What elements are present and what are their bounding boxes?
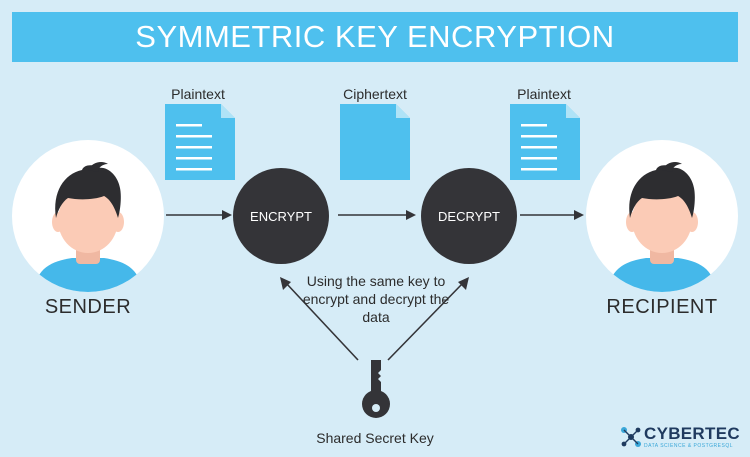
person-icon (608, 162, 716, 292)
ciphertext-label: Ciphertext (343, 86, 407, 102)
arrowhead (406, 210, 416, 220)
plaintext-label-left: Plaintext (171, 86, 225, 102)
shared-key-label: Shared Secret Key (316, 430, 434, 446)
arrow-key-to-decrypt (387, 282, 464, 361)
decrypt-node: DECRYPT (421, 168, 517, 264)
cybertec-logo: CYBERTEC DATA SCIENCE & POSTGRESQL (620, 424, 744, 452)
page-title: SYMMETRIC KEY ENCRYPTION (135, 19, 615, 54)
plaintext-document-icon-right (510, 104, 580, 180)
arrow-key-to-encrypt (285, 282, 359, 361)
arrowhead (574, 210, 584, 220)
encrypt-label: ENCRYPT (250, 208, 312, 224)
logo-tagline: DATA SCIENCE & POSTGRESQL (644, 443, 733, 449)
arrowhead (458, 277, 469, 290)
sender-label: SENDER (44, 296, 132, 318)
decrypt-label: DECRYPT (438, 208, 500, 224)
key-usage-note: Using the same key to encrypt and decryp… (302, 273, 450, 325)
sender-avatar (12, 140, 164, 292)
recipient-label: RECIPIENT (606, 296, 718, 318)
arrowhead (280, 277, 291, 290)
encrypt-node: ENCRYPT (233, 168, 329, 264)
ciphertext-document-icon (340, 104, 410, 180)
key-icon (362, 360, 390, 418)
arrowhead (222, 210, 232, 220)
plaintext-document-icon-left (165, 104, 235, 180)
logo-name: CYBERTEC (644, 424, 740, 443)
recipient-avatar (586, 140, 738, 292)
plaintext-label-right: Plaintext (517, 86, 571, 102)
person-icon (34, 162, 142, 292)
cybertec-logo-icon (621, 427, 641, 447)
title-banner: SYMMETRIC KEY ENCRYPTION (12, 12, 738, 62)
